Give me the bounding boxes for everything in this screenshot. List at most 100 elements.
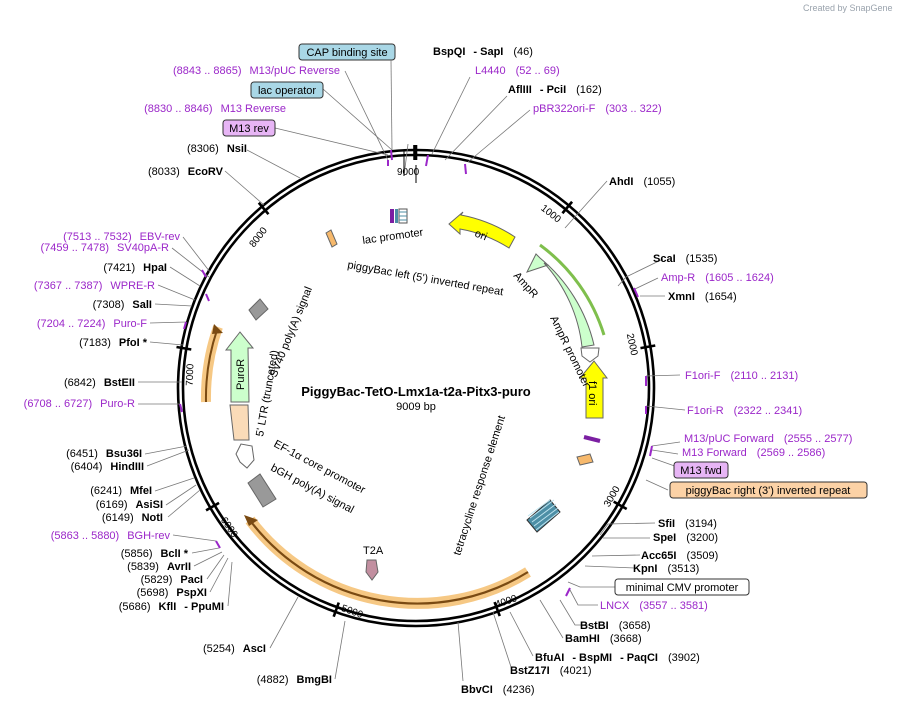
- left-orange-arrow-head: [212, 324, 223, 334]
- plasmid-size: 9009 bp: [396, 401, 436, 413]
- site-label[interactable]: (6451)Bsu36I: [66, 448, 142, 460]
- site-label[interactable]: (8033)EcoRV: [148, 166, 224, 178]
- site-label[interactable]: SpeI(3200): [653, 532, 718, 544]
- primer-label[interactable]: pBR322ori-F(303 .. 322): [533, 103, 662, 115]
- site-label[interactable]: (6149)NotI: [102, 512, 163, 524]
- site-label[interactable]: XmnI(1654): [668, 291, 737, 303]
- left-orange-arc: [204, 329, 218, 403]
- site-label[interactable]: (5839)AvrII: [127, 561, 191, 573]
- tick-marks: [176, 144, 656, 618]
- m13-rev-box[interactable]: M13 rev: [222, 119, 276, 137]
- primer-label[interactable]: (7459 .. 7478)SV40pA-R: [41, 242, 170, 254]
- m13-rev-label: M13 rev: [229, 123, 269, 135]
- site-label[interactable]: BamHI(3668): [565, 633, 642, 645]
- site-label[interactable]: SfiI(3194): [658, 518, 717, 530]
- site-label[interactable]: (6241)MfeI: [90, 485, 152, 497]
- site-label[interactable]: BspQI- SapI(46): [433, 46, 533, 58]
- cap-binding-site-box[interactable]: CAP binding site: [298, 43, 396, 61]
- site-label[interactable]: (4882)BmgBI: [257, 674, 332, 686]
- major-tick: [613, 500, 628, 511]
- snapgene-credit: Created by SnapGene: [803, 3, 893, 13]
- tre-feature[interactable]: [526, 499, 561, 533]
- site-label[interactable]: KpnI(3513): [633, 563, 699, 575]
- site-label[interactable]: Acc65I(3509): [641, 550, 718, 562]
- m13-fwd-label: M13 fwd: [680, 465, 722, 477]
- leader-lines: [138, 70, 687, 682]
- site-label[interactable]: (7308)SalI: [93, 299, 152, 311]
- primer-label[interactable]: (6708 .. 6727)Puro-R: [24, 398, 135, 410]
- sv40-label: SV40 poly(A) signal: [268, 285, 315, 379]
- primer-label[interactable]: M13 Forward(2569 .. 2586): [682, 447, 825, 459]
- puror-feature[interactable]: [224, 331, 255, 403]
- site-label[interactable]: (6169)AsiSI: [96, 499, 163, 511]
- site-label[interactable]: BbvCI(4236): [461, 684, 535, 696]
- lac-operator-label: lac operator: [258, 85, 316, 97]
- bgh-feature[interactable]: [247, 473, 277, 508]
- primer-label[interactable]: (5863 .. 5880)BGH-rev: [51, 530, 171, 542]
- primer-label[interactable]: Amp-R(1605 .. 1624): [661, 272, 774, 284]
- ampr-label: AmpR: [511, 270, 540, 301]
- primer-label[interactable]: M13/pUC Forward(2555 .. 2577): [684, 433, 852, 445]
- major-tick: [332, 602, 340, 618]
- m13-fwd-bar: [583, 435, 601, 443]
- m13-fwd-box[interactable]: M13 fwd: [673, 461, 729, 479]
- piggybac-right-box-label[interactable]: piggyBac right (3') inverted repeat: [669, 481, 868, 499]
- tick-label-1000: 1000: [538, 203, 563, 226]
- major-tick: [640, 344, 656, 350]
- site-label[interactable]: (5254)AscI: [203, 643, 266, 655]
- site-label[interactable]: ScaI(1535): [653, 253, 717, 265]
- ef1a-feature[interactable]: [235, 443, 255, 469]
- lac-operator-box[interactable]: lac operator: [250, 81, 324, 99]
- cmv-promoter-label: minimal CMV promoter: [626, 582, 739, 594]
- ori-feature[interactable]: [448, 211, 516, 249]
- tick-label-8000: 8000: [248, 225, 271, 250]
- site-label[interactable]: (5686)KflI- PpuMI: [119, 601, 224, 613]
- site-label[interactable]: (7183)PfoI *: [79, 337, 148, 349]
- primer-label[interactable]: (7204 .. 7224)Puro-F: [37, 318, 147, 330]
- ampr-feature[interactable]: [526, 253, 595, 348]
- sv40-feature[interactable]: [248, 298, 269, 321]
- site-label[interactable]: BfuAI- BspMI- PaqCI(3902): [535, 652, 700, 664]
- primer-label[interactable]: (7367 .. 7387)WPRE-R: [34, 280, 155, 292]
- major-tick: [561, 200, 574, 215]
- piggybac-left-label: piggyBac left (5') inverted repeat: [346, 259, 504, 298]
- major-tick: [176, 345, 192, 351]
- tick-label-9000: 9000: [397, 167, 420, 178]
- lac-region[interactable]: [390, 208, 408, 224]
- site-label[interactable]: (5698)PspXI: [137, 587, 207, 599]
- tre-label: tetracycline response element: [451, 414, 508, 557]
- site-label[interactable]: (5856)BclI *: [121, 548, 189, 560]
- piggybac-right-box[interactable]: [576, 453, 594, 466]
- site-label[interactable]: BstZ17I(4021): [510, 665, 592, 677]
- site-label[interactable]: (8306)NsiI: [187, 143, 247, 155]
- t2a-feature[interactable]: [365, 559, 379, 581]
- orf-arc[interactable]: [251, 522, 529, 605]
- features: [200, 208, 609, 609]
- primer-label[interactable]: F1ori-R(2322 .. 2341): [687, 405, 802, 417]
- piggybac-left-box[interactable]: [325, 229, 338, 248]
- ampr-promoter-feature[interactable]: [580, 347, 600, 363]
- site-label[interactable]: (6842)BstEII: [64, 377, 135, 389]
- plasmid-name: PiggyBac-TetO-Lmx1a-t2a-Pitx3-puro: [301, 384, 531, 399]
- cmv-promoter-box[interactable]: minimal CMV promoter: [614, 578, 750, 596]
- f1-ori-feature[interactable]: [578, 360, 609, 419]
- tick-label-7000: 7000: [185, 363, 197, 386]
- primer-label[interactable]: (8830 .. 8846)M13 Reverse: [144, 103, 286, 115]
- primer-label[interactable]: F1ori-F(2110 .. 2131): [685, 370, 798, 382]
- primer-label[interactable]: (8843 .. 8865)M13/pUC Reverse: [173, 65, 340, 77]
- primer-label[interactable]: LNCX(3557 .. 3581): [600, 600, 708, 612]
- site-label[interactable]: (5829)PacI: [141, 574, 203, 586]
- site-label[interactable]: BstBI(3658): [580, 620, 651, 632]
- left-labels: (8843 .. 8865)M13/pUC Reverse (8830 .. 8…: [24, 65, 340, 686]
- t2a-label: T2A: [363, 545, 384, 557]
- site-label[interactable]: (6404)HindIII: [71, 461, 144, 473]
- primer-label[interactable]: L4440(52 .. 69): [475, 65, 560, 77]
- ltr-feature[interactable]: [229, 404, 250, 441]
- primer-label[interactable]: (7513 .. 7532)EBV-rev: [63, 231, 180, 243]
- site-label[interactable]: (7421)HpaI: [103, 262, 167, 274]
- cap-binding-site-label: CAP binding site: [306, 47, 387, 59]
- site-label[interactable]: AhdI(1055): [609, 176, 675, 188]
- site-label[interactable]: AflIII- PciI(162): [508, 84, 602, 96]
